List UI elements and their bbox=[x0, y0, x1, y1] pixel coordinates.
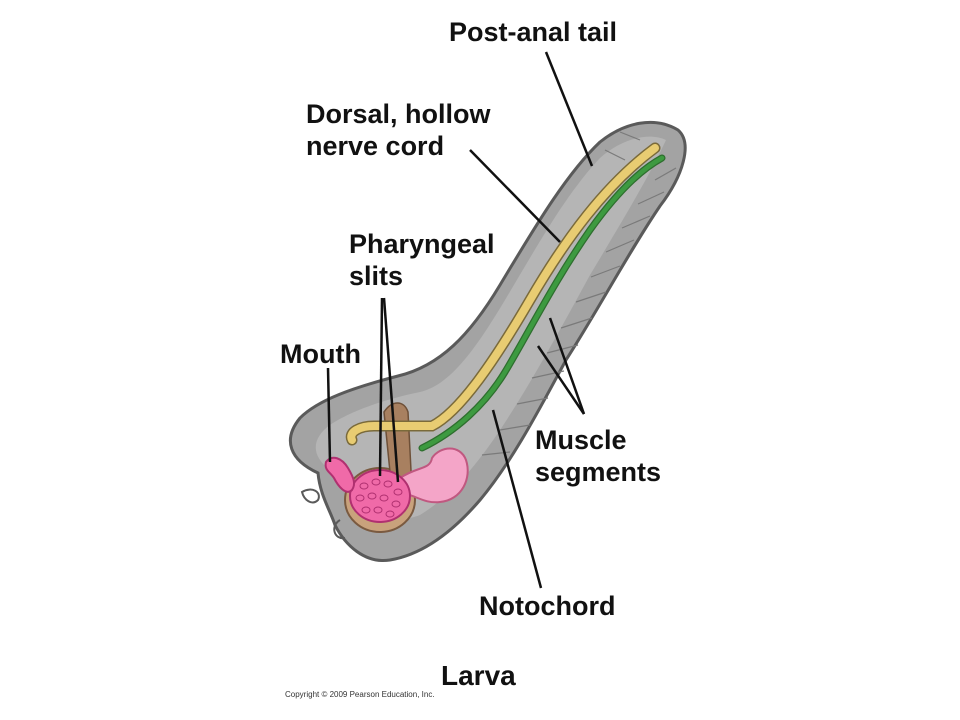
label-dorsal-nerve-cord-line1: Dorsal, hollow bbox=[306, 99, 491, 129]
mouth-notch bbox=[300, 488, 320, 504]
label-notochord: Notochord bbox=[479, 591, 616, 621]
label-pharyngeal-slits-line2: slits bbox=[349, 261, 404, 291]
label-muscle-segments-line1: Muscle bbox=[535, 425, 627, 455]
leader-muscle-2 bbox=[536, 345, 586, 415]
leader-notochord bbox=[491, 409, 543, 589]
nerve-cord-fill bbox=[347, 144, 659, 444]
leader-nerve-cord bbox=[469, 149, 561, 243]
leader-mouth bbox=[326, 367, 332, 463]
leader-pharyngeal-slit-1 bbox=[378, 297, 384, 477]
label-dorsal-nerve-cord-line2: nerve cord bbox=[306, 131, 445, 161]
leader-lines bbox=[326, 51, 594, 589]
leader-muscle-1 bbox=[548, 317, 586, 415]
diagram-title: Larva bbox=[441, 660, 516, 691]
pharynx-slit-dots bbox=[355, 478, 403, 518]
copyright-notice: Copyright © 2009 Pearson Education, Inc. bbox=[285, 690, 435, 699]
muscle-segment-lines bbox=[481, 131, 677, 456]
notochord-rod-fill bbox=[419, 155, 665, 451]
leader-pharyngeal-slit-2 bbox=[382, 297, 400, 483]
leader-post-anal-tail bbox=[544, 51, 594, 167]
gut bbox=[398, 447, 469, 504]
mouth-notch-lower bbox=[333, 519, 346, 540]
mouth-tube bbox=[324, 456, 356, 493]
label-mouth: Mouth bbox=[280, 339, 361, 369]
pharynx bbox=[349, 469, 411, 523]
label-pharyngeal-slits-line1: Pharyngeal bbox=[349, 229, 495, 259]
label-muscle-segments-line2: segments bbox=[535, 457, 662, 487]
label-post-anal-tail: Post-anal tail bbox=[449, 17, 618, 47]
